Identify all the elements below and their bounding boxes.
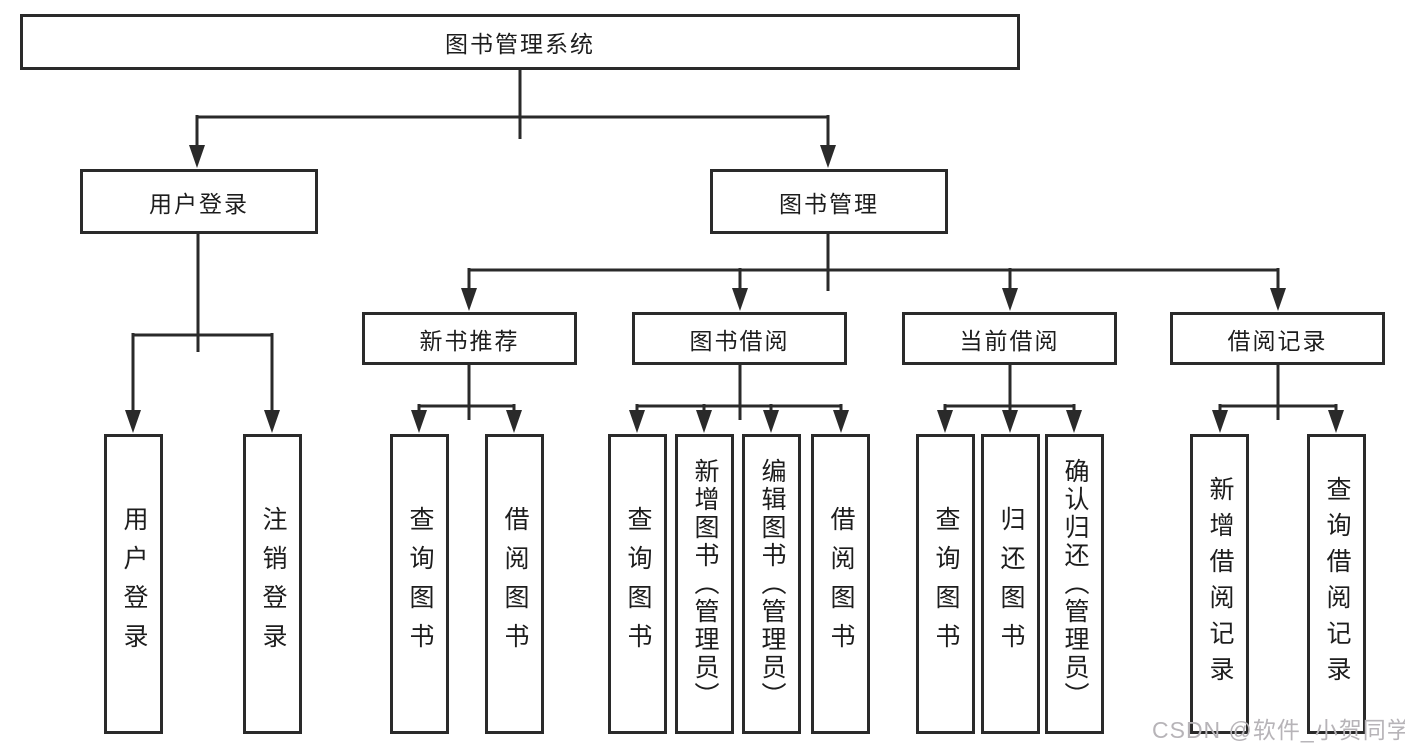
csdn-watermark: CSDN @软件_小贺同学 — [1152, 717, 1405, 743]
node-label: 查询图书 — [624, 506, 652, 662]
node-query-books-recommend: 查询图书 — [390, 434, 449, 734]
node-label: 借阅图书 — [501, 506, 529, 662]
node-book-management: 图书管理 — [710, 169, 948, 234]
node-user-login-branch: 用户登录 — [80, 169, 318, 234]
node-label: 借阅记录 — [1227, 327, 1328, 354]
node-label: 新增借阅记录 — [1206, 476, 1234, 692]
node-label: 归还图书 — [997, 506, 1025, 662]
node-label: 查询图书 — [932, 506, 960, 662]
node-label: 图书借阅 — [689, 327, 790, 354]
node-label: 编辑图书（管理员） — [758, 458, 786, 710]
node-book-borrowing: 图书借阅 — [632, 312, 847, 365]
node-edit-books-admin: 编辑图书（管理员） — [742, 434, 801, 734]
node-query-books-current: 查询图书 — [916, 434, 975, 734]
node-label: 用户登录 — [120, 506, 148, 662]
node-label: 用户登录 — [149, 190, 249, 217]
node-library-management-system: 图书管理系统 — [20, 14, 1020, 70]
tree-edges — [131, 70, 1338, 420]
node-label: 借阅图书 — [827, 506, 855, 662]
node-borrow-books-recommend: 借阅图书 — [485, 434, 544, 734]
node-label: 当前借阅 — [959, 327, 1060, 354]
node-new-book-recommendation: 新书推荐 — [362, 312, 577, 365]
node-label: 查询借阅记录 — [1323, 476, 1351, 692]
node-label: 注销登录 — [259, 506, 287, 662]
node-borrowing-records: 借阅记录 — [1170, 312, 1385, 365]
node-label: 新书推荐 — [419, 327, 520, 354]
node-label: 图书管理系统 — [445, 31, 595, 57]
node-return-books: 归还图书 — [981, 434, 1040, 734]
node-add-books-admin: 新增图书（管理员） — [675, 434, 734, 734]
node-add-borrow-record: 新增借阅记录 — [1190, 434, 1249, 734]
node-logout: 注销登录 — [243, 434, 302, 734]
arrowhead-icons — [125, 145, 1344, 433]
node-query-borrow-record: 查询借阅记录 — [1307, 434, 1366, 734]
node-label: 图书管理 — [779, 190, 879, 217]
node-user-login: 用户登录 — [104, 434, 163, 734]
node-label: 查询图书 — [406, 506, 434, 662]
node-confirm-return-admin: 确认归还（管理员） — [1045, 434, 1104, 734]
node-label: 确认归还（管理员） — [1061, 458, 1089, 710]
node-label: 新增图书（管理员） — [691, 458, 719, 710]
node-current-borrowing: 当前借阅 — [902, 312, 1117, 365]
node-borrow-books: 借阅图书 — [811, 434, 870, 734]
node-query-books-borrow: 查询图书 — [608, 434, 667, 734]
